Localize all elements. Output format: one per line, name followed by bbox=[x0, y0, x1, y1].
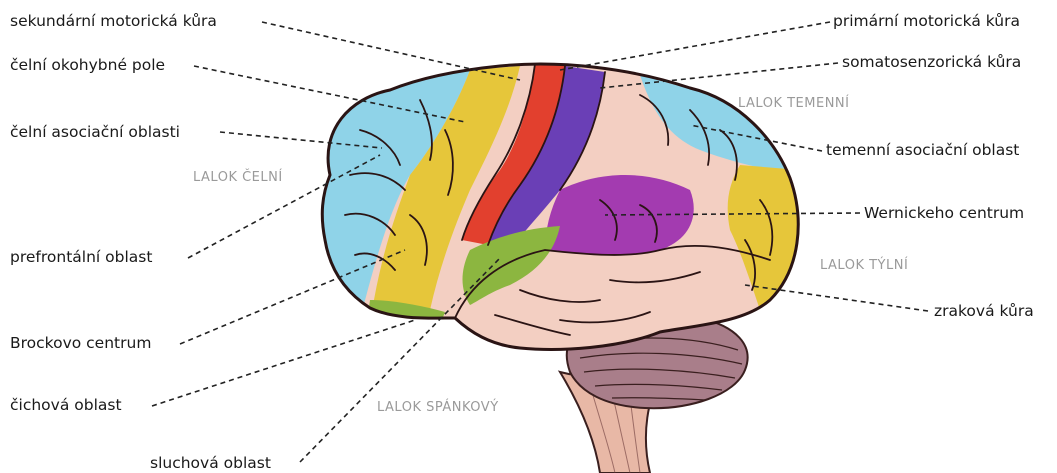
label-celni-okohybne-pole: čelní okohybné pole bbox=[10, 58, 165, 74]
label-zrakova-kura: zraková kůra bbox=[934, 304, 1034, 320]
label-somatosenzoricka-kura: somatosenzorická kůra bbox=[842, 55, 1021, 71]
lobe-spankovy: LALOK SPÁNKOVÝ bbox=[377, 401, 499, 414]
leader-sluchova bbox=[300, 258, 500, 462]
label-wernickeho-centrum: Wernickeho centrum bbox=[864, 206, 1024, 222]
label-primarni-motoricka-kura: primární motorická kůra bbox=[833, 14, 1020, 30]
leader-brockovo bbox=[180, 250, 405, 344]
label-temenni-asociacni-oblast: temenní asociační oblast bbox=[826, 143, 1019, 159]
label-cichova-oblast: čichová oblast bbox=[10, 398, 122, 414]
label-brockovo-centrum: Brockovo centrum bbox=[10, 336, 151, 352]
label-prefrontalni-oblast: prefrontální oblast bbox=[10, 250, 152, 266]
lobe-temenni: LALOK TEMENNÍ bbox=[738, 97, 849, 110]
lobe-tylni: LALOK TÝLNÍ bbox=[820, 259, 908, 272]
leader-zrakova bbox=[745, 285, 928, 311]
label-celni-asociacni-oblasti: čelní asociační oblasti bbox=[10, 125, 180, 141]
leader-okohybne bbox=[194, 66, 465, 122]
leader-asociacni bbox=[220, 132, 382, 148]
lobe-celni: LALOK ČELNÍ bbox=[193, 171, 283, 184]
leader-sekundarni bbox=[262, 22, 520, 80]
leader-cichova bbox=[152, 320, 415, 406]
leader-somato bbox=[600, 63, 838, 88]
label-sekundarni-motoricka-kura: sekundární motorická kůra bbox=[10, 14, 217, 30]
leader-primarni bbox=[560, 22, 830, 70]
label-sluchova-oblast: sluchová oblast bbox=[150, 456, 271, 472]
leader-temenni bbox=[690, 125, 822, 151]
leader-wernicke bbox=[605, 213, 860, 215]
